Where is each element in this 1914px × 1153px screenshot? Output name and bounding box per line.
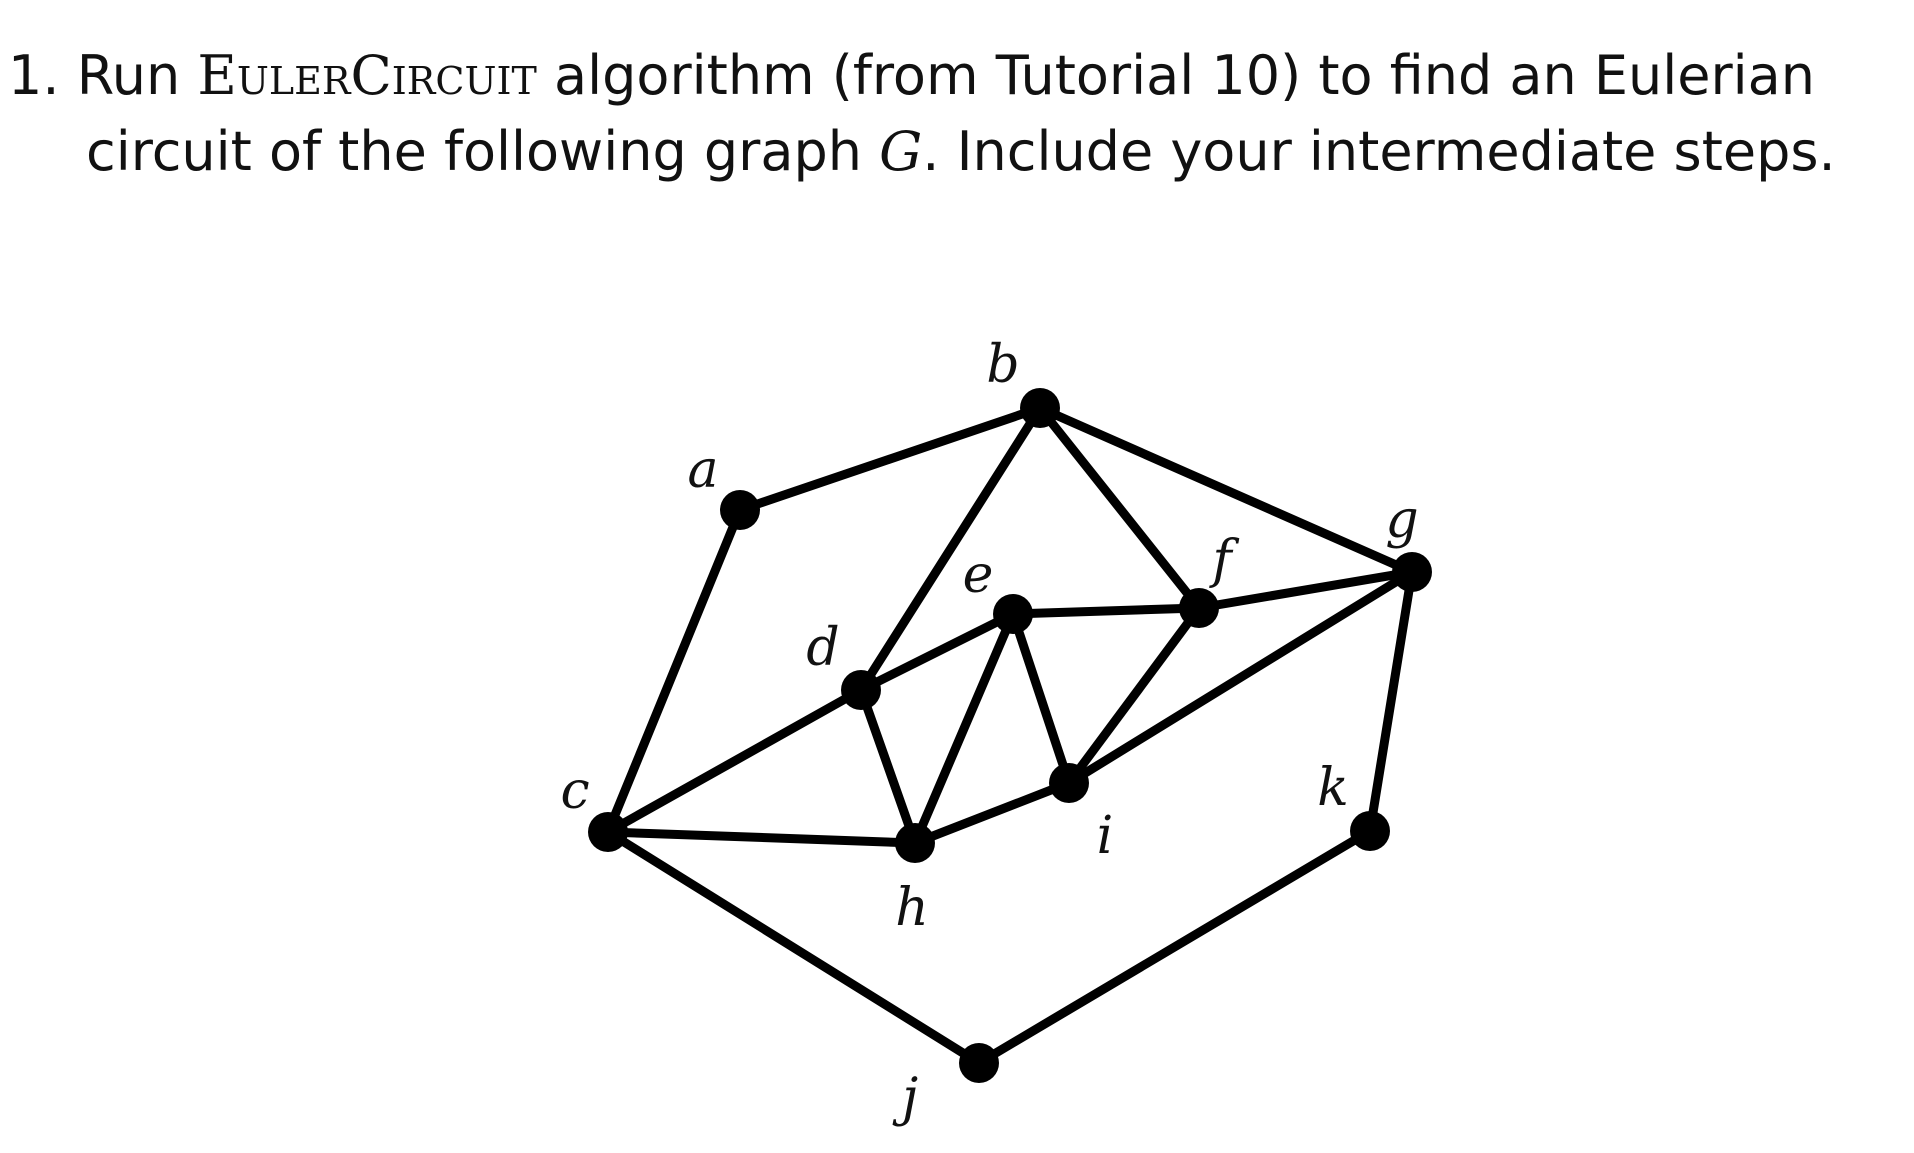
question-line-1: 1. Run EulerCircuit algorithm (from Tuto…	[8, 38, 1908, 114]
edge-g-i	[1064, 567, 1417, 788]
edge-d-h	[856, 685, 920, 848]
question-number: 1.	[8, 44, 60, 107]
question-line2-after: . Include your intermediate steps.	[922, 120, 1836, 183]
graph-symbol: G	[879, 120, 923, 183]
node-j	[959, 1043, 999, 1083]
edge-d-e	[856, 609, 1018, 695]
node-label-e: e	[963, 545, 994, 605]
node-labels: a b c d e f g h i j k	[560, 335, 1418, 1128]
question-line2-before: circuit of the following graph	[86, 120, 862, 183]
edge-f-i	[1064, 603, 1204, 788]
nodes	[588, 388, 1432, 1083]
node-label-c: c	[560, 761, 589, 821]
algorithm-name: EulerCircuit	[197, 44, 537, 107]
node-a	[720, 490, 760, 530]
question-text-before: Run	[76, 44, 181, 107]
edge-b-g	[1035, 403, 1417, 577]
edge-e-h	[910, 609, 1018, 848]
node-g	[1392, 552, 1432, 592]
edge-a-c	[603, 505, 745, 837]
question-line-2: circuit of the following graph G. Includ…	[8, 114, 1908, 190]
edge-f-g	[1194, 567, 1417, 613]
node-label-b: b	[986, 335, 1019, 395]
edge-e-i	[1008, 609, 1074, 788]
edge-c-j	[603, 827, 984, 1068]
node-label-g: g	[1385, 490, 1418, 550]
node-label-i: i	[1097, 806, 1114, 866]
edge-j-k	[974, 826, 1375, 1068]
edge-c-h	[603, 827, 920, 848]
node-label-a: a	[687, 440, 718, 500]
edge-b-f	[1035, 403, 1204, 613]
node-label-h: h	[895, 878, 929, 938]
node-e	[993, 594, 1033, 634]
edge-c-d	[603, 685, 866, 837]
node-label-d: d	[806, 618, 839, 678]
node-label-k: k	[1317, 758, 1349, 818]
node-i	[1049, 763, 1089, 803]
node-h	[895, 823, 935, 863]
question-text: 1. Run EulerCircuit algorithm (from Tuto…	[8, 38, 1908, 190]
edges	[603, 403, 1417, 1068]
node-c	[588, 812, 628, 852]
edge-g-k	[1365, 567, 1417, 836]
node-k	[1350, 811, 1390, 851]
edge-b-d	[856, 403, 1045, 695]
edge-e-f	[1008, 603, 1204, 619]
node-d	[841, 670, 881, 710]
edge-h-i	[910, 778, 1074, 848]
question-text-after: algorithm (from Tutorial 10) to find an …	[554, 44, 1815, 107]
node-label-f: f	[1208, 530, 1239, 590]
node-b	[1020, 388, 1060, 428]
node-label-j: j	[892, 1068, 918, 1128]
node-f	[1179, 588, 1219, 628]
edge-a-b	[735, 403, 1045, 515]
